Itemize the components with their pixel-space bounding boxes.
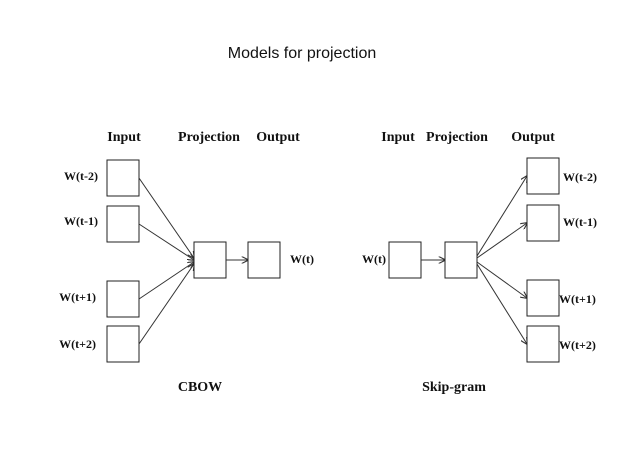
skipgram-output-label-t-2: W(t-2) [563,170,597,184]
cbow-edge-t+1 [138,262,194,300]
skipgram-output-box-t-1 [526,204,560,242]
cbow-output-label: W(t) [290,252,314,266]
skipgram-output-box-t+1 [526,279,560,317]
cbow-input-box-t-1 [106,205,140,243]
cbow-output-box [247,241,281,279]
cbow-header-projection: Projection [178,130,240,145]
cbow-input-label-t-2: W(t-2) [64,169,98,183]
skipgram-header-input: Input [381,130,415,145]
skipgram-output-box-t+2 [526,325,560,363]
cbow-input-box-t-2 [106,159,140,197]
cbow-header-output: Output [256,130,300,145]
cbow-input-label-t+2: W(t+2) [59,337,96,351]
skipgram-edge-t+1 [476,261,527,298]
skipgram-input-box [388,241,422,279]
skipgram-output-label-t-1: W(t-1) [563,215,597,229]
skipgram-output-label-t+2: W(t+2) [559,338,596,352]
skipgram-output-label-t+1: W(t+1) [559,292,596,306]
cbow-header-input: Input [107,130,141,145]
cbow-edge-t-2 [138,177,194,258]
skipgram-edge-t-1 [476,223,527,259]
cbow-input-label-t-1: W(t-1) [64,214,98,228]
cbow-model: Input Projection Output W(t-2) W(t-1) W(… [59,130,314,395]
skipgram-projection-box [444,241,478,279]
skipgram-model: Input Projection Output W(t) W(t-2) W(t-… [362,130,597,395]
diagram-title: Models for projection [228,45,377,62]
skipgram-header-projection: Projection [426,130,488,145]
cbow-input-label-t+1: W(t+1) [59,290,96,304]
skipgram-caption: Skip-gram [422,380,486,395]
skipgram-input-label: W(t) [362,252,386,266]
cbow-edge-t-1 [138,223,194,260]
skipgram-header-output: Output [511,130,555,145]
cbow-input-box-t+1 [106,280,140,318]
cbow-projection-box [193,241,227,279]
cbow-edge-t+2 [138,264,194,345]
cbow-caption: CBOW [178,380,222,395]
skipgram-edge-t+2 [476,263,527,344]
skipgram-edge-t-2 [476,176,527,257]
skipgram-output-box-t-2 [526,157,560,195]
cbow-input-box-t+2 [106,325,140,363]
